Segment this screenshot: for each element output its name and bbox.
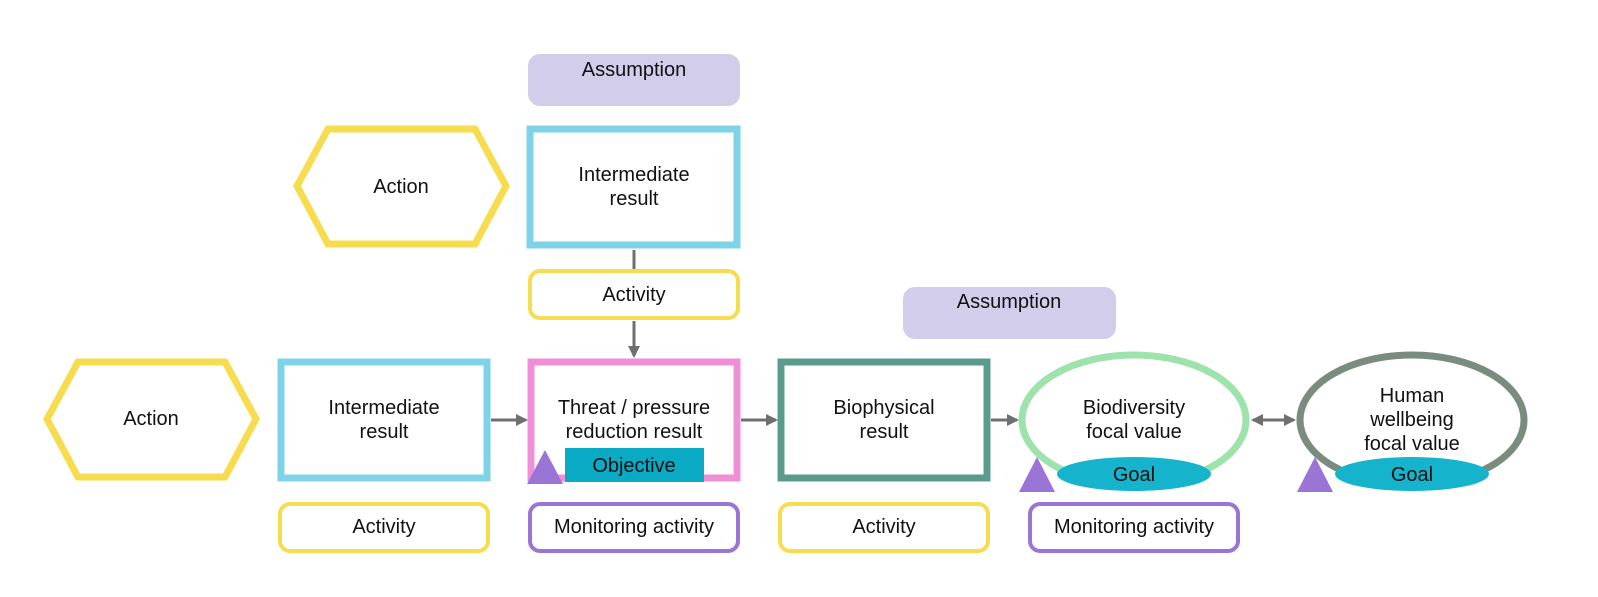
bottom-monitoring-1-box: Monitoring activity (528, 502, 740, 553)
bottom-activity-2-box: Activity (778, 502, 990, 553)
human-value-line3: focal value (1364, 433, 1460, 455)
chain-action-label: Action (123, 408, 179, 430)
middle-assumption-box: Assumption (903, 287, 1116, 339)
top-action-hexagon: Action (293, 125, 510, 248)
biodiversity-goal-badge: Goal (1057, 457, 1211, 491)
middle-assumption-label: Assumption (957, 291, 1062, 313)
biodiversity-focal-value-ellipse: Biodiversity focal value (1018, 351, 1250, 489)
top-activity-label: Activity (602, 284, 665, 306)
bottom-monitoring-2-label: Monitoring activity (1054, 516, 1214, 538)
objective-label: Objective (592, 455, 675, 477)
top-intermediate-result-line2: result (610, 188, 659, 210)
bottom-monitoring-1-label: Monitoring activity (554, 516, 714, 538)
bottom-monitoring-2-box: Monitoring activity (1028, 502, 1240, 553)
bottom-activity-1-box: Activity (278, 502, 490, 553)
top-activity-box: Activity (528, 269, 740, 320)
human-value-line1: Human (1380, 385, 1444, 407)
biophysical-result-line1: Biophysical (833, 397, 934, 419)
chain-action-hexagon: Action (43, 358, 260, 481)
biophysical-result-box: Biophysical result (777, 358, 991, 482)
bottom-activity-2-label: Activity (852, 516, 915, 538)
human-value-line2: wellbeing (1369, 409, 1453, 431)
human-goal-badge: Goal (1335, 457, 1489, 491)
human-indicator-triangle-icon (1297, 457, 1333, 492)
chain-intermediate-result-box: Intermediate result (277, 358, 491, 482)
biophysical-result-line2: result (860, 421, 909, 443)
top-action-label: Action (373, 176, 429, 198)
chain-intermediate-result-line2: result (360, 421, 409, 443)
top-assumption-box: Assumption (528, 54, 740, 106)
human-goal-label: Goal (1391, 464, 1433, 486)
chain-intermediate-result-line1: Intermediate (328, 397, 439, 419)
top-assumption-label: Assumption (582, 59, 687, 81)
biodiversity-indicator-triangle-icon (1019, 457, 1055, 492)
top-intermediate-result-line1: Intermediate (578, 164, 689, 186)
biodiversity-value-line2: focal value (1086, 421, 1182, 443)
biodiversity-value-line1: Biodiversity (1083, 397, 1185, 419)
top-intermediate-result-box: Intermediate result (526, 125, 741, 249)
objective-badge: Objective (565, 448, 704, 482)
threat-result-line2: reduction result (566, 421, 703, 443)
threat-result-line1: Threat / pressure (558, 397, 710, 419)
biodiversity-goal-label: Goal (1113, 464, 1155, 486)
bottom-activity-1-label: Activity (352, 516, 415, 538)
threat-indicator-triangle-icon (527, 450, 563, 484)
